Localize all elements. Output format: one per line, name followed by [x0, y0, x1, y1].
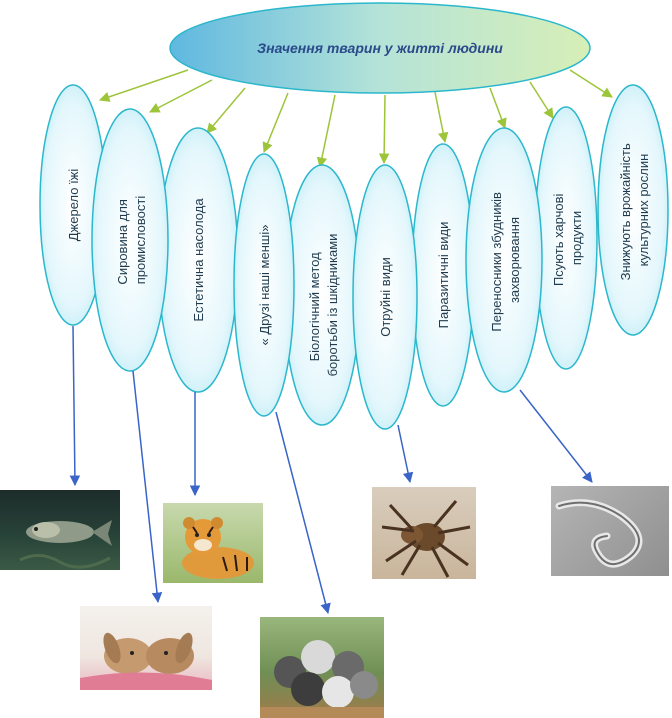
item-node-1: Джерело їжі [39, 84, 107, 326]
arrow-to-item-8 [489, 87, 507, 129]
item-label-2: Сировина для промисловості [115, 195, 148, 284]
fish-icon [19, 520, 112, 569]
arrow-to-item-10 [569, 69, 613, 98]
item-node-2: Сировина для промисловості [91, 108, 169, 372]
arrow-to-item-2 [149, 79, 213, 113]
item-ellipses: Джерело їжі Естетична насолода Сировина … [39, 84, 669, 430]
item-node-10: Знижують врожайність культурних рослин [597, 84, 669, 336]
item-node-9: Псують харчові продукти [534, 106, 598, 370]
item-label-7: Паразитичні види [436, 222, 451, 329]
title-text: Значення тварин у житті людини [257, 40, 503, 56]
arrow-to-item-6 [378, 94, 390, 165]
item-node-8: Переносники збудників захворювання [465, 127, 543, 393]
item-node-3: Естетична насолода [157, 127, 239, 393]
item-label-4: « Друзі наші менші» [257, 225, 272, 346]
tiger-icon [182, 517, 254, 579]
fish-photo [0, 490, 120, 570]
tiger-cub-photo [163, 503, 263, 583]
rabbits-photo [80, 606, 212, 690]
item-label-10: Знижують врожайність культурних рослин [618, 140, 651, 281]
arrow-to-rabbits-photo [132, 370, 163, 604]
item-label-6: Отруйні види [378, 257, 393, 337]
arrow-to-item-7 [434, 91, 449, 144]
spider-photo [372, 487, 476, 579]
item-label-9: Псують харчові продукти [551, 190, 584, 286]
kittens-icon [260, 640, 384, 718]
green-arrows [99, 69, 613, 169]
arrow-to-item-1 [99, 69, 189, 102]
item-label-8: Переносники збудників захворювання [489, 188, 522, 331]
arrow-to-spider-photo [397, 424, 414, 484]
spider-icon [381, 500, 471, 578]
arrow-to-item-9 [529, 81, 554, 119]
item-label-3: Естетична насолода [191, 198, 206, 322]
arrow-to-item-5 [316, 94, 336, 169]
kittens-photo [260, 617, 384, 718]
item-node-6: Отруйні види [352, 164, 418, 430]
title-node: Значення тварин у житті людини [169, 2, 591, 94]
arrow-to-worm-photo [519, 389, 593, 483]
arrow-to-fish-photo [69, 325, 81, 487]
item-label-5: Біологічний метод боротьби із шкідниками [307, 234, 340, 377]
item-node-5: Біологічний метод боротьби із шкідниками [283, 164, 361, 426]
item-node-7: Паразитичні види [411, 143, 475, 407]
arrow-to-item-4 [262, 92, 289, 153]
arrow-to-kittens-photo [275, 411, 331, 615]
title-ellipse [169, 2, 591, 94]
item-label-1: Джерело їжі [66, 169, 81, 242]
arrow-to-item-3 [206, 87, 246, 134]
item-node-4: « Друзі наші менші» [233, 153, 295, 417]
worm-photo [551, 486, 669, 576]
worm-icon [555, 499, 643, 568]
rabbits-icon [80, 632, 212, 690]
blue-arrows [69, 325, 593, 615]
